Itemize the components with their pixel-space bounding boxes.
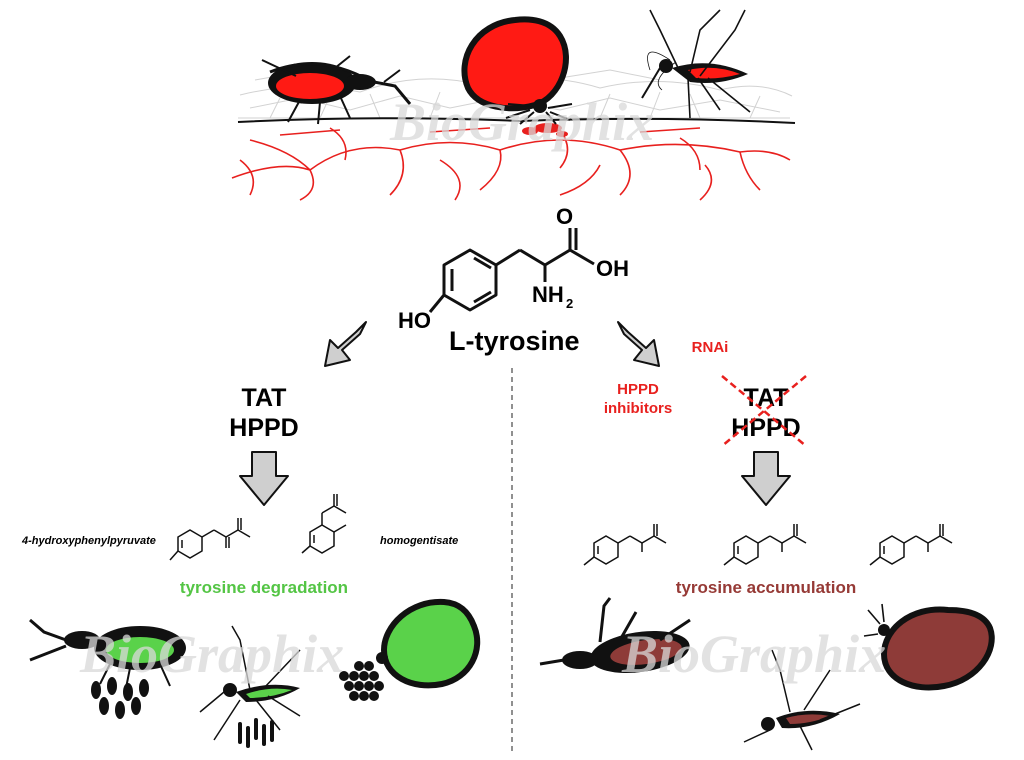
- rnai-label: RNAi: [692, 339, 729, 356]
- watermark-right: BioGraphix: [621, 624, 886, 684]
- hppd-inhibitors-line2: inhibitors: [604, 400, 672, 417]
- amine-label: NH: [532, 282, 564, 307]
- enzyme-tat-label: TAT: [242, 384, 287, 412]
- tyrosine-accumulation-label: tyrosine accumulation: [676, 578, 856, 597]
- tyrosine-small-2: [723, 524, 807, 566]
- skin-illustration: [231, 69, 796, 201]
- arrow-to-degradation: [324, 321, 367, 367]
- hydroxyphenylpyruvate-label: 4-hydroxyphenylpyruvate: [21, 535, 156, 547]
- tick-eggs: [339, 661, 384, 701]
- tyrosine-degradation-label: tyrosine degradation: [180, 578, 348, 597]
- triatomine-bug-dead: [539, 597, 691, 673]
- mosquito-feeding: [641, 9, 751, 119]
- mosquito-dead: [743, 649, 861, 751]
- bug-feces: [91, 677, 149, 719]
- watermark-top: BioGraphix: [389, 92, 654, 152]
- acid-oh-label: OH: [596, 256, 629, 281]
- tick-digesting: [376, 598, 481, 689]
- carbonyl-oxygen-label: O: [556, 204, 573, 229]
- blood-pool: [522, 123, 568, 137]
- tyrosine-small-3: [869, 524, 953, 566]
- down-arrow-right: [741, 451, 791, 506]
- triatomine-bug-digesting: [29, 618, 186, 689]
- watermark-left: BioGraphix: [79, 624, 344, 684]
- mosquito-digesting: [199, 625, 301, 741]
- l-tyrosine-label: L-tyrosine: [449, 326, 580, 356]
- homogentisate-structure: [301, 494, 347, 554]
- hydroxyphenylpyruvate-structure: [169, 518, 251, 561]
- enzyme-hppd-label: HPPD: [229, 414, 298, 442]
- tick-dead: [863, 603, 995, 691]
- down-arrow-left: [239, 451, 289, 506]
- arrow-to-accumulation: [617, 321, 660, 367]
- tyrosine-structure: [428, 228, 595, 313]
- homogentisate-label: homogentisate: [380, 535, 458, 547]
- phenol-oh-label: HO: [398, 308, 431, 333]
- mosquito-eggs: [238, 718, 274, 748]
- engorged-tick: [461, 16, 573, 125]
- triatomine-bug-feeding: [261, 55, 412, 125]
- enzyme-block-cross: [721, 375, 807, 447]
- blood-vessels: [231, 127, 791, 201]
- hppd-inhibitors-line1: HPPD: [617, 381, 659, 398]
- amine-subscript: 2: [566, 296, 573, 311]
- tyrosine-small-1: [583, 524, 667, 566]
